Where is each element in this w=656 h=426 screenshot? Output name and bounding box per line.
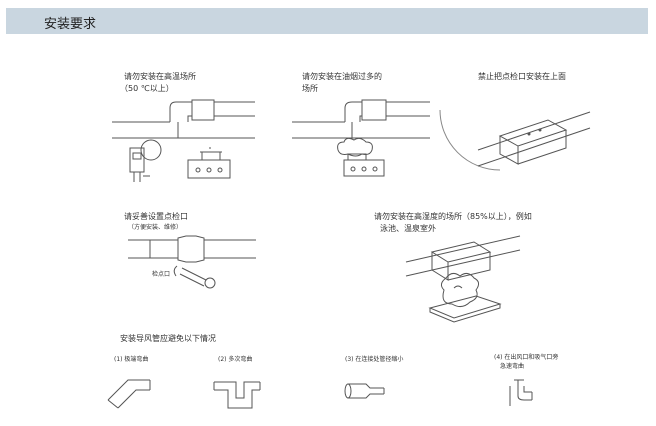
inspection-port-note: （方便安装、维修） (128, 224, 183, 231)
duct-rule-3-drawing (344, 383, 385, 399)
no-access-top-text: 禁止把点检口安装在上面 (478, 72, 566, 81)
oily-smoke-illustration (292, 99, 501, 177)
duct-rule-1-label: (1) 极端弯曲 (114, 356, 149, 363)
duct-rules-title: 安装导风管应避免以下情况 (120, 334, 216, 343)
inspection-port-text: 请妥善设置点检口 (124, 212, 188, 221)
duct-rule-2-label: (2) 多次弯曲 (218, 356, 253, 363)
duct-rule-1-drawing (107, 379, 151, 409)
section-header-banner: 安装要求 (6, 8, 648, 34)
duct-rule-4-drawing (509, 379, 533, 406)
inspection-port-label: 检点口 (152, 271, 171, 278)
high-temp-illustration (112, 99, 255, 182)
oily-smoke-text-2: 场所 (302, 84, 318, 93)
duct-rule-4-label: (4) 在出风口和吸气口旁 (494, 354, 559, 361)
no-access-top-illustration (477, 111, 591, 167)
duct-rule-3-label: (3) 在连接处管径缩小 (345, 356, 404, 363)
inspection-port-illustration (128, 235, 256, 289)
page-title: 安装要求 (44, 17, 97, 32)
duct-rule-4-label-2: 急速弯曲 (500, 363, 525, 370)
high-temp-note: （50 ℃以上） (120, 84, 174, 93)
oily-smoke-text: 请勿安装在油烟过多的 (302, 72, 382, 81)
humidity-text-2: 泳池、温泉室外 (380, 224, 436, 233)
humidity-illustration (405, 235, 521, 323)
humidity-text: 请勿安装在高湿度的场所（85%以上），例如 (374, 212, 532, 221)
duct-rule-2-drawing (213, 381, 261, 409)
high-temp-text: 请勿安装在高温场所 (124, 72, 196, 81)
